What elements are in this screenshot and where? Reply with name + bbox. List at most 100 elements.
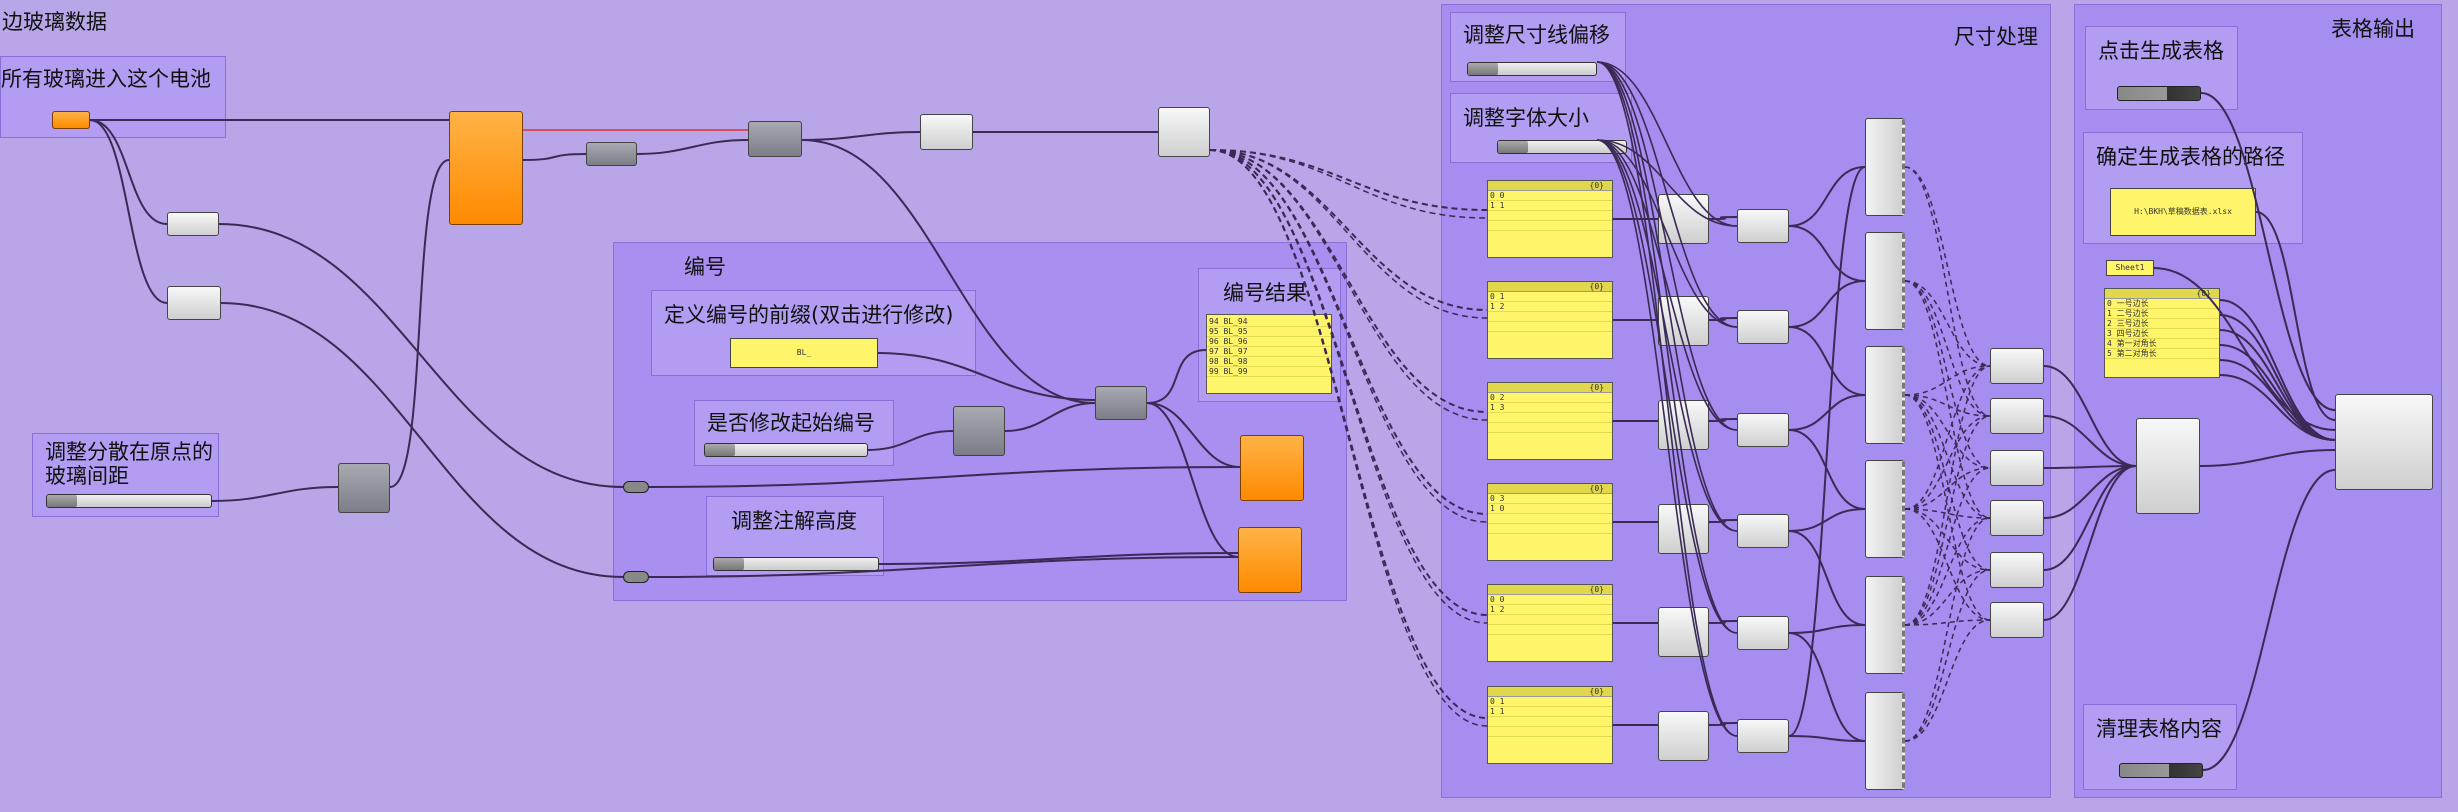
wire [2219,329,2336,441]
wire [1596,139,1738,737]
component-node[interactable] [1990,602,2044,638]
panel-header: {0} [1488,181,1612,191]
slider-knob[interactable] [1498,141,1528,153]
wire [89,119,168,304]
generate-table-toggle[interactable] [2117,86,2201,101]
wire [1904,569,1991,626]
component-node[interactable] [1990,348,2044,384]
dim-row [1488,221,1612,231]
slider-knob[interactable] [1468,63,1498,75]
component-node[interactable] [167,286,221,320]
clear-table-toggle[interactable] [2119,763,2203,778]
component-node[interactable] [1658,194,1709,244]
dimension-output-node[interactable] [1865,232,1905,330]
dim-row [1488,717,1612,727]
dim-offset-slider[interactable] [1467,62,1597,76]
wire [2255,211,2336,421]
slider-knob[interactable] [47,495,77,507]
component-node[interactable] [1658,711,1709,761]
group-title-spread: 调整分散在原点的玻璃间距 [45,440,213,488]
component-node[interactable] [1095,386,1147,420]
wire [1209,149,1488,319]
component-node[interactable] [167,212,219,236]
component-node[interactable] [1737,413,1789,447]
edge-row: 2 三号边长 [2105,319,2219,329]
component-node[interactable] [920,114,973,150]
wire [1596,61,1738,431]
wire [1596,61,1738,532]
wire [877,352,1096,401]
slider-knob[interactable] [705,444,735,456]
component-node[interactable] [1990,398,2044,434]
dim-row [1488,312,1612,322]
dim-row: 1 1 [1488,201,1612,211]
wire [1788,326,1866,396]
font-size-slider[interactable] [1497,140,1627,154]
wire [2199,449,2336,467]
relay-node[interactable] [623,481,649,493]
prefix-panel[interactable]: BL_ [730,338,878,368]
dim-row: 0 2 [1488,393,1612,403]
table-path-panel[interactable]: H:\BKH\草稿数据表.xlsx [2110,188,2256,236]
start-number-slider[interactable] [704,443,868,457]
dimension-output-node[interactable] [1865,460,1905,558]
glass-input-param[interactable] [52,111,90,129]
relay-node[interactable] [623,571,649,583]
component-node[interactable] [1737,310,1789,344]
spread-distance-slider[interactable] [46,494,212,508]
wire [2043,365,2137,467]
wire [218,223,624,488]
sheet-name-panel[interactable]: Sheet1 [2106,260,2154,276]
group-title-dim-offset: 调整尺寸线偏移 [1463,23,1610,47]
component-node[interactable] [1990,500,2044,536]
component-node[interactable] [1737,719,1789,753]
wire [1904,467,1991,510]
dimension-output-node[interactable] [1865,692,1905,790]
group-clear-table[interactable]: 清理表格内容 [2083,704,2237,790]
dim-row: 1 0 [1488,504,1612,514]
component-node[interactable] [586,142,637,166]
component-node[interactable] [2136,418,2200,514]
panel-header: {0} [2105,289,2219,299]
dimension-output-node[interactable] [1865,576,1905,674]
dim-row: 1 2 [1488,605,1612,615]
edge-list-panel[interactable]: {0} 0 一号边长 1 二号边长 2 三号边长 3 四号边长 4 第一对角长 … [2104,288,2220,378]
wire [1209,149,1488,624]
group-title-path: 确定生成表格的路径 [2096,145,2285,169]
excel-write-component[interactable] [2335,394,2433,490]
component-node[interactable] [1158,107,1210,157]
component-node[interactable] [953,406,1005,456]
wire [878,552,1239,565]
orange-component[interactable] [449,111,523,225]
component-node[interactable] [1658,400,1709,450]
orange-component[interactable] [1238,527,1302,593]
number-result-panel[interactable]: 94 BL_94 95 BL_95 96 BL_96 97 BL_97 98 B… [1206,314,1332,394]
wire [1596,139,1738,328]
component-node[interactable] [1737,616,1789,650]
slider-knob[interactable] [714,558,744,570]
component-node[interactable] [338,463,390,513]
annotation-height-slider[interactable] [713,557,879,571]
component-node[interactable] [1737,209,1789,243]
wire [1904,280,1991,367]
dimension-output-node[interactable] [1865,118,1905,216]
dimension-output-node[interactable] [1865,346,1905,444]
wire [1209,149,1488,616]
component-node[interactable] [1737,514,1789,548]
component-node[interactable] [1990,450,2044,486]
dim-row [1488,322,1612,332]
component-node[interactable] [1990,552,2044,588]
group-all-glass-input[interactable]: 所有玻璃进入这个电池 [0,56,226,138]
wire [1209,149,1488,311]
wire [1708,317,1738,321]
orange-component[interactable] [1240,435,1304,501]
dim-row [1488,413,1612,423]
component-node[interactable] [748,121,802,157]
